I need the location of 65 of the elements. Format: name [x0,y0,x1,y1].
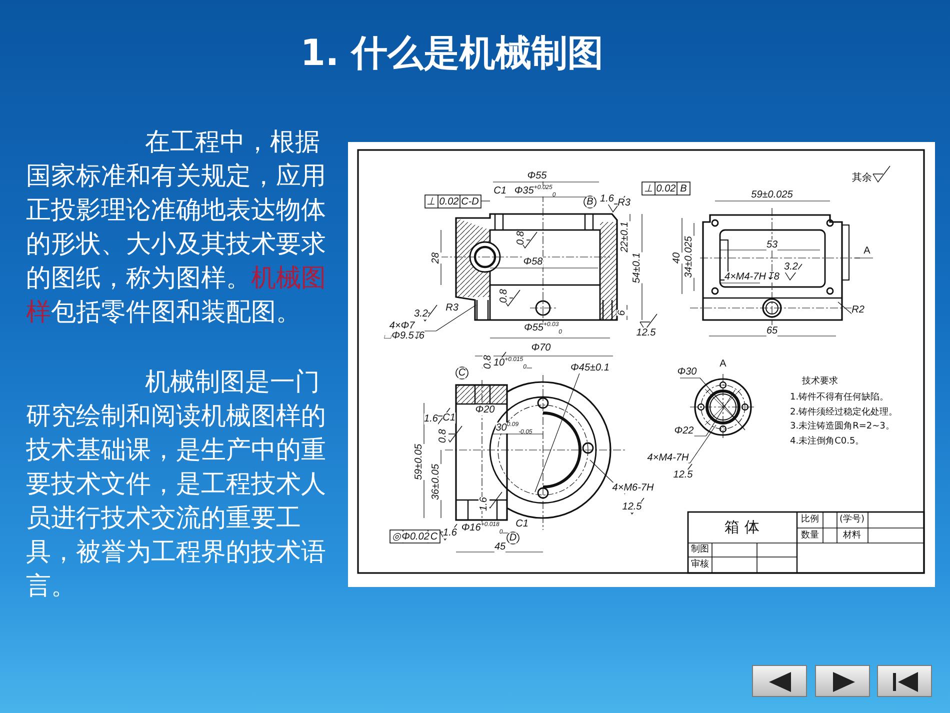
dimension-label: R2 [852,304,864,316]
dimension-label: 54±0.1 [632,252,642,284]
dimension-label: 59±0.025 [751,190,793,200]
datum-letter: D [509,532,517,544]
dimension-label: 4×M4-7H↧8 [724,272,780,282]
dimension-label: ⌴Φ9.5↧6 [384,330,424,342]
view-letter: A [720,358,726,370]
dimension-label: 65 [766,326,778,336]
roughness-value: 1.6 [443,528,457,538]
title-block-text: 材料 [843,530,861,541]
roughness-value: 3.2 [784,262,798,272]
dimension-label: 36±0.05 [430,464,442,500]
roughness-value: 12.5 [636,328,656,338]
roughness-value: 1.6 [424,414,438,424]
dimension-label: Φ55 [527,170,547,182]
dimension-label: 34±0.025 [684,236,694,278]
dimension-label: Φ30 [677,366,697,378]
title-block-text: 制图 [691,544,709,556]
notes-heading: 技术要求 [802,376,838,388]
dimension-label: 28 [430,252,442,264]
roughness-value: 1.6 [478,497,490,511]
roughness-note: 其余 [852,172,872,184]
title-block-text: 审核 [691,560,709,570]
roughness-value: 0.8 [498,289,510,303]
dimension-label: R3 [446,302,458,314]
dimension-label: Φ70 [531,342,551,354]
roughness-value: 0.8 [516,231,526,245]
dimension-label: 59±0.05 [414,444,424,480]
dimension-label: C1 [516,518,528,530]
dimension-label: Φ45±0.1 [570,362,610,374]
dimension-label: R3 [618,198,630,208]
dimension-label: 4×M4-7H [647,452,689,464]
dimension-label: 4×Φ7 [389,320,415,332]
tolerance-label: 0.02 [656,183,676,194]
roughness-value: 1.6 [600,194,614,204]
dimension-label: 45 [494,542,506,552]
roughness-value: 3.2 [414,308,428,320]
view-letter: A [864,246,870,256]
dimension-label: Φ22 [674,426,694,436]
tolerance-label: C [430,531,438,542]
datum-letter: C [458,368,466,378]
dimension-label: C1 [442,412,456,424]
roughness-value: 12.5 [673,470,693,480]
body-paragraph: 机械制图是一门研究绘制和阅读机械图样的技术基础课，是生产中的重要技术文件，是工程技术人员进行技术交流的重要工具，被誉为工程界的技术语言。 [26,368,327,602]
roughness-value: 0.8 [438,429,448,443]
tolerance-label: 0.02 [439,196,459,207]
roughness-value: 12.5 [622,502,642,512]
title-block-text: 数量 [801,530,819,541]
body-paragraph: 在工程中，根据国家标准和有关规定，应用正投影理论准确地表达物体的形状、大小及其技术要求的图纸，称为图样。机械图样包括零件图和装配图。 [26,128,327,328]
dimension-label: 40 [672,252,682,264]
dimension-label: Φ20 [475,404,495,416]
dimension-label: 6 [616,310,628,316]
title-block-text: (学号) [839,514,865,526]
dimension-label: C1 [494,186,506,196]
datum-letter: B [586,196,594,208]
slide-title: 1. 什么是机械制图 [299,32,605,76]
tolerance-label: ⊥ [426,196,436,207]
part-name: 箱 体 [724,519,760,535]
roughness-value: 0.8 [482,355,494,369]
dimension-label: 4×M6-7H [612,482,654,494]
dimension-label: 22±0.1 [620,222,630,252]
dimension-label: 53 [766,240,778,250]
tolerance-label: C-D [461,196,479,207]
title-block-text: 比例 [801,514,819,526]
dimension-label: Φ58 [523,256,543,268]
